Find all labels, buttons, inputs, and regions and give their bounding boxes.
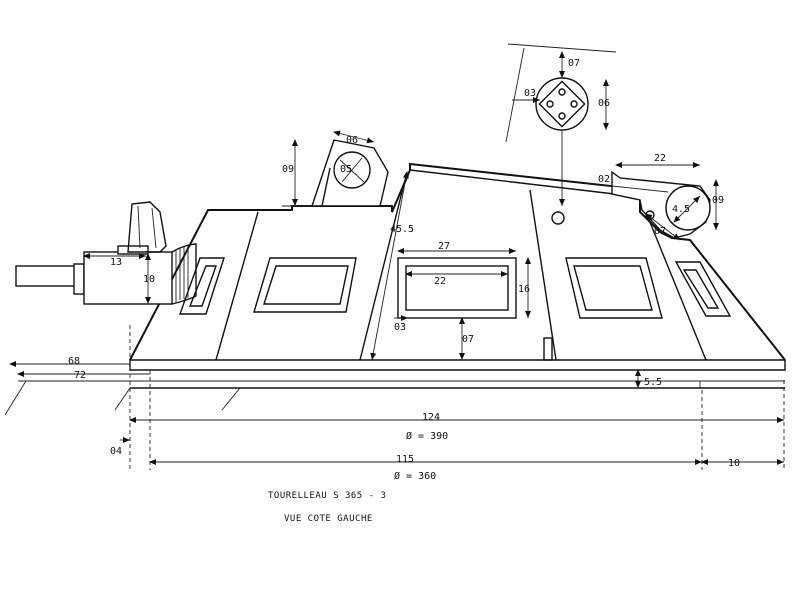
dim-115: 115 — [396, 454, 414, 465]
dimension-lines — [9, 51, 784, 465]
dim-22-window: 22 — [434, 276, 446, 287]
gun-barrel — [15, 265, 77, 287]
dim-07-top: 07 — [568, 58, 580, 69]
dim-06-mount: 06 — [346, 135, 358, 146]
periscope-detail — [505, 43, 617, 206]
dim-diameter-360: Ø = 360 — [394, 470, 436, 482]
base-plate — [129, 359, 786, 371]
dim-07-window: 07 — [462, 334, 474, 345]
dim-13: 13 — [110, 257, 122, 268]
dim-03-top: 03 — [524, 88, 536, 99]
dim-02: 02 — [598, 174, 610, 185]
fixture-circle — [551, 211, 565, 225]
dim-45-5: 45.5 — [390, 224, 414, 235]
dim-10-gun: 10 — [143, 274, 155, 285]
base-lines — [4, 380, 785, 416]
dim-09-right: 09 — [712, 195, 724, 206]
dim-27: 27 — [438, 241, 450, 252]
gun-assembly — [15, 201, 197, 305]
dim-4-5: 4.5 — [672, 204, 690, 215]
dim-10-bottom: 10 — [728, 458, 740, 469]
dim-68: 68 — [68, 356, 80, 367]
drawing-title: TOURELLEAU S 365 - 3 — [268, 491, 386, 501]
dim-5-5: 5.5 — [644, 377, 662, 388]
top-left-mount — [311, 139, 389, 207]
reference-lines — [129, 325, 785, 470]
dim-04: 04 — [110, 446, 122, 457]
dim-16: 16 — [518, 284, 530, 295]
dim-05: 05 — [340, 164, 352, 175]
dim-09-left: 09 — [282, 164, 294, 175]
dim-07-right: 07 — [654, 226, 666, 237]
dim-06-top: 06 — [598, 98, 610, 109]
dim-22-top: 22 — [654, 153, 666, 164]
gun-body — [83, 251, 173, 305]
windows — [179, 257, 732, 319]
drawing-subtitle: VUE COTE GAUCHE — [284, 514, 373, 524]
dimension-labels: 07 03 06 06 05 09 22 02 4.5 09 07 45.5 2… — [68, 58, 740, 482]
dim-72: 72 — [74, 370, 86, 381]
dim-124: 124 — [422, 412, 440, 423]
dim-03-window: 03 — [394, 322, 406, 333]
dim-diameter-390: Ø = 390 — [406, 430, 448, 442]
